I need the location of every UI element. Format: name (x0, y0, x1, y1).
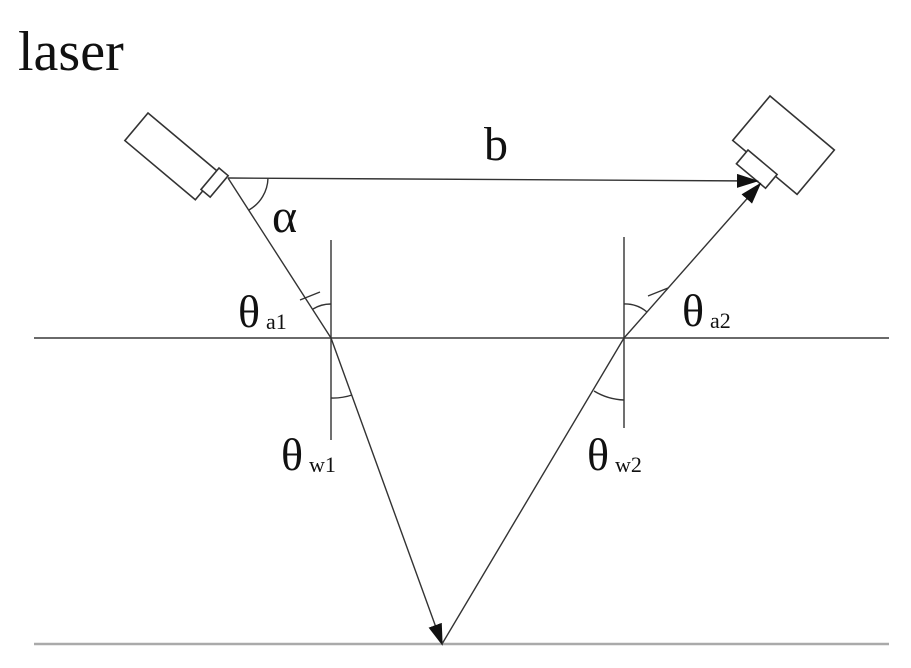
theta-a1-tick (299, 291, 321, 301)
refracted-ray-down (330, 337, 443, 646)
baseline-ray (227, 173, 759, 188)
theta-a2-arc (623, 303, 648, 313)
alpha-arc (248, 177, 269, 211)
theta-a1-arc (312, 303, 332, 310)
laser-device (123, 111, 230, 201)
theta-w2-label: θ w2 (587, 429, 642, 480)
theta-a2-label: θ a2 (682, 285, 731, 336)
theta-a2-tick (647, 287, 669, 297)
theta-w1-arc (330, 394, 353, 399)
alpha-label: α (272, 190, 297, 243)
detector-device (731, 94, 836, 196)
baseline-label: b (484, 118, 508, 171)
incident-ray (227, 177, 332, 339)
theta-a1-label: θ a1 (238, 286, 287, 337)
reflected-ray-up (441, 337, 625, 645)
theta-w2-arc (593, 390, 625, 401)
laser-label: laser (18, 21, 124, 83)
theta-w1-label: θ w1 (281, 429, 336, 480)
